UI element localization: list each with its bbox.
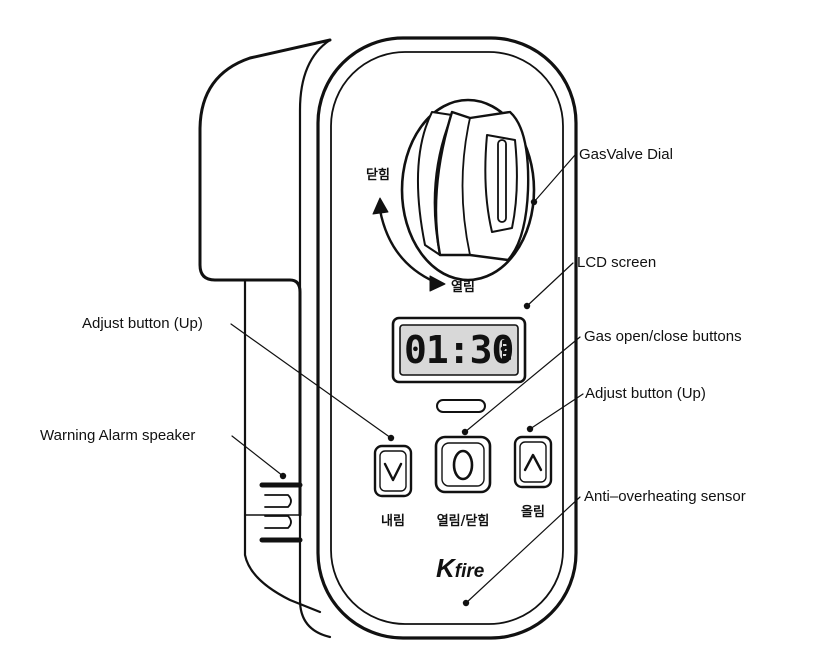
- brand-k: K: [436, 553, 455, 583]
- device-bottom-side: [243, 278, 322, 614]
- callout-lcd-screen: LCD screen: [577, 254, 657, 271]
- speaker-grille: [259, 482, 303, 543]
- up-button: [513, 435, 553, 489]
- device-front-inner: [330, 51, 564, 625]
- label-up: 올림: [521, 505, 545, 520]
- label-down: 내림: [381, 514, 405, 529]
- callout-anti-overheating: Anti–overheating sensor: [584, 488, 746, 505]
- label-open: 열림: [451, 280, 475, 295]
- callout-gas-valve-dial: GasValve Dial: [579, 146, 673, 163]
- callout-gas-open-close: Gas open/close buttons: [584, 328, 742, 345]
- gas-valve-dial: [400, 98, 536, 282]
- brand-logo: Kfire: [436, 553, 484, 584]
- power-ring-icon: [452, 449, 474, 481]
- label-open-close: 열림/닫힘: [436, 514, 490, 529]
- rotation-arrow: [378, 208, 437, 284]
- open-close-button: [434, 435, 492, 494]
- callout-warning-speaker: Warning Alarm speaker: [40, 427, 196, 444]
- chevron-down-icon: [383, 462, 403, 482]
- device-back-body: [198, 38, 332, 517]
- chevron-up-icon: [523, 453, 543, 472]
- callout-adjust-button-left: Adjust button (Up): [82, 315, 203, 332]
- device-side-panel: [298, 38, 332, 639]
- callout-adjust-button-right: Adjust button (Up): [585, 385, 706, 402]
- lcd-screen: [391, 316, 527, 384]
- callout-dots: [279, 198, 538, 607]
- label-close: 닫힘: [366, 168, 390, 183]
- lcd-time: 01:30: [404, 328, 514, 372]
- status-light: [436, 399, 486, 413]
- brand-rest: fire: [454, 561, 485, 582]
- down-button: [373, 444, 413, 498]
- battery-icon: [502, 340, 511, 360]
- leader-lines: [230, 154, 584, 604]
